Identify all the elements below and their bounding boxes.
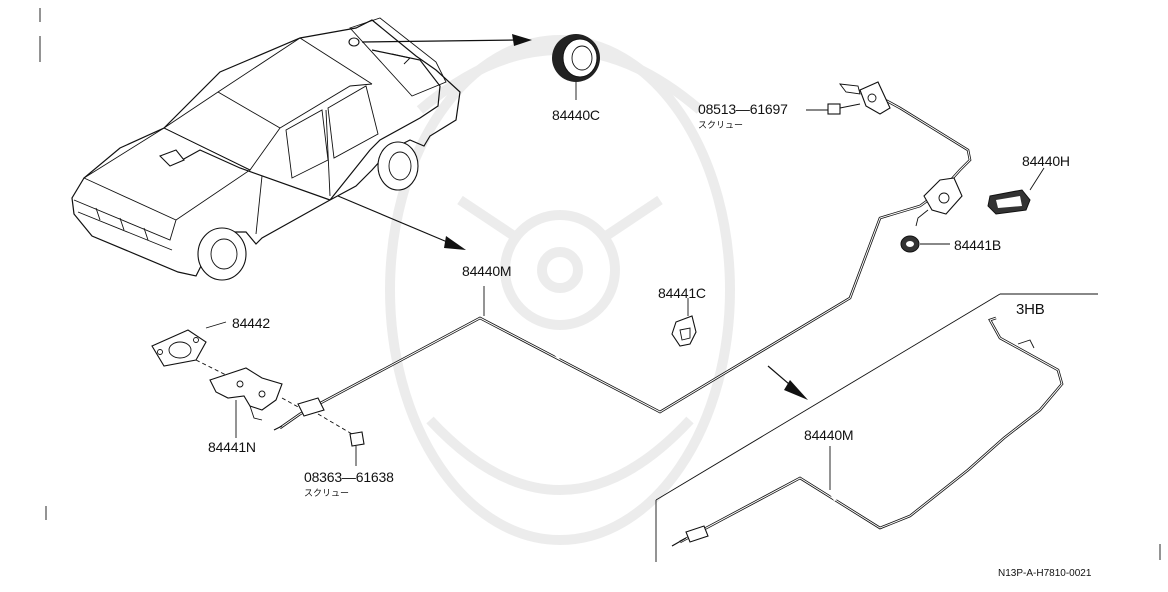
cable-84440m <box>279 94 972 430</box>
label-08513-sub: スクリュー <box>698 120 743 130</box>
label-08513: 08513—61697 <box>698 101 788 117</box>
car-illustration <box>71 17 461 281</box>
margin-marks <box>39 8 1161 560</box>
label-08363: 08363—61638 <box>304 469 394 485</box>
pointer-arrow-3hb <box>767 365 808 400</box>
label-84440m-main: 84440M <box>462 263 511 279</box>
label-84442: 84442 <box>232 315 270 331</box>
label-84441c: 84441C <box>658 285 706 301</box>
opener-assembly-upper <box>839 81 963 227</box>
fuel-lid-84440c <box>552 34 600 100</box>
handle-84440h <box>987 167 1045 215</box>
reference-code: N13P-A-H7810-0021 <box>998 568 1092 579</box>
label-84440c: 84440C <box>552 107 600 123</box>
label-08363-sub: スクリュー <box>304 488 349 498</box>
label-3hb: 3HB <box>1016 301 1045 318</box>
label-84440h: 84440H <box>1022 153 1070 169</box>
cable-84440m-3hb <box>671 316 1064 547</box>
lever-84441n <box>209 367 325 438</box>
clamp-84441c <box>671 298 697 347</box>
clip-84441b <box>900 235 950 253</box>
pointer-arrows <box>337 34 532 250</box>
screw-08513 <box>806 103 861 115</box>
label-84440m-3hb: 84440M <box>804 427 853 443</box>
screw-08363 <box>317 413 365 466</box>
variant-panel-3hb <box>655 293 1098 562</box>
gasket-84442 <box>151 321 237 381</box>
label-84441b: 84441B <box>954 237 1001 253</box>
label-84441n: 84441N <box>208 439 256 455</box>
